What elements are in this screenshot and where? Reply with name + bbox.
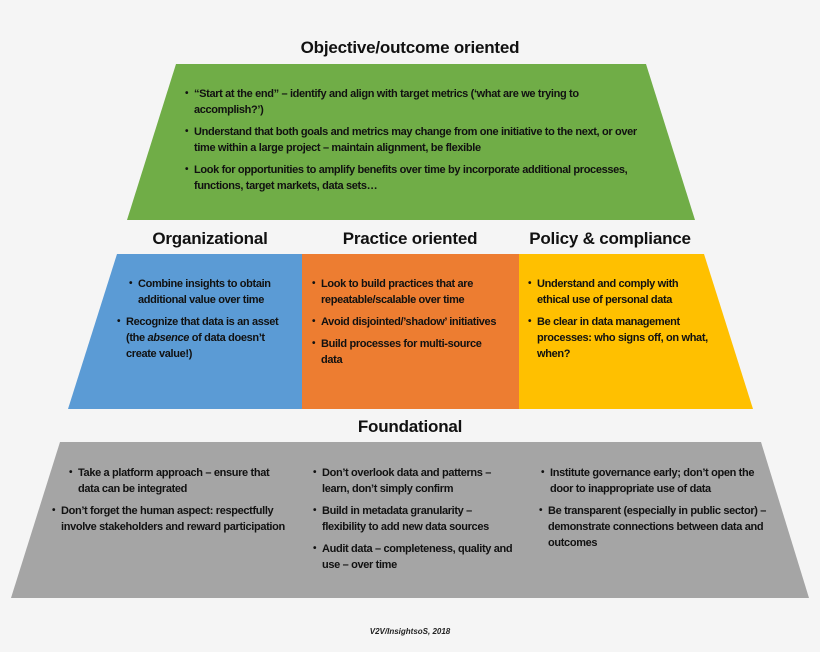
practice-title: Practice oriented: [342, 229, 478, 248]
footer-credit: V2V/InsightsoS, 2018: [369, 627, 451, 636]
list-item: Understand and comply with ethical use o…: [528, 276, 708, 308]
objective-title: Objective/outcome oriented: [300, 38, 520, 57]
list-item: Audit data – completeness, quality and u…: [313, 541, 513, 573]
list-item: Avoid disjointed/’shadow’ initiatives: [312, 314, 502, 330]
list-item: Don’t forget the human aspect: respectfu…: [52, 503, 307, 535]
list-item: “Start at the end” – identify and align …: [185, 86, 645, 118]
list-item: Build in metadata granularity – flexibil…: [313, 503, 513, 535]
policy-title: Policy & compliance: [529, 229, 691, 248]
foundational-col2-bullets: Don’t overlook data and patterns – learn…: [313, 465, 513, 579]
list-item: Understand that both goals and metrics m…: [185, 124, 645, 156]
list-item: Build processes for multi-source data: [312, 336, 502, 368]
foundational-col3-bullets: Institute governance early; don’t open t…: [539, 465, 779, 557]
list-item: Combine insights to obtain additional va…: [129, 276, 292, 308]
text: Recognize that data is an asset (the: [126, 316, 279, 344]
list-item: Look to build practices that are repeata…: [312, 276, 502, 308]
policy-bullets: Understand and comply with ethical use o…: [528, 276, 708, 368]
text: of data doesn’t create value!): [126, 332, 265, 360]
organizational-title: Organizational: [152, 229, 268, 248]
organizational-bullets: Combine insights to obtain additional va…: [117, 276, 292, 368]
practice-bullets: Look to build practices that are repeata…: [312, 276, 502, 374]
emphasis-text: absence: [147, 332, 190, 344]
list-item: Look for opportunities to amplify benefi…: [185, 162, 645, 194]
list-item: Recognize that data is an asset (the abs…: [117, 314, 292, 362]
list-item: Institute governance early; don’t open t…: [541, 465, 765, 497]
foundational-col1-bullets: Take a platform approach – ensure that d…: [52, 465, 307, 541]
list-item: Take a platform approach – ensure that d…: [69, 465, 278, 497]
objective-bullets: “Start at the end” – identify and align …: [185, 86, 645, 200]
list-item: Don’t overlook data and patterns – learn…: [313, 465, 513, 497]
list-item: Be clear in data management processes: w…: [528, 314, 708, 362]
list-item: Be transparent (especially in public sec…: [539, 503, 779, 551]
foundational-title: Foundational: [357, 417, 463, 436]
